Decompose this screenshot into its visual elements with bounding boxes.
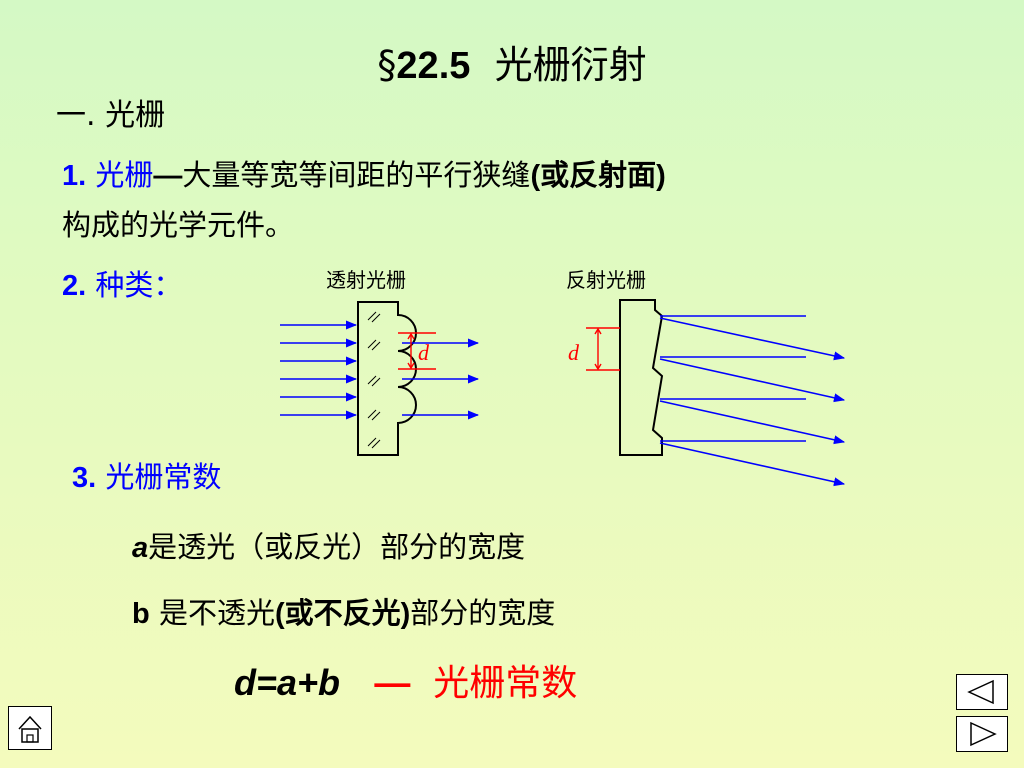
- home-icon: [18, 715, 42, 743]
- item1-term: 光栅: [95, 158, 154, 192]
- item2-number: 2.: [62, 270, 87, 302]
- item1-dash: —: [153, 160, 183, 192]
- item1-paren: (或反射面): [530, 160, 666, 192]
- incident-light-arrows: [280, 320, 358, 420]
- reflection-grating-label: 反射光栅: [566, 268, 646, 292]
- definition-b-text: 是不透光: [158, 596, 275, 630]
- title-text: 光栅衍射: [494, 43, 647, 87]
- definition-b-text2: 部分的宽度: [410, 596, 556, 630]
- item3-term: 光栅常数: [105, 460, 222, 494]
- formula-dash: —: [374, 662, 411, 703]
- prev-icon: [967, 679, 994, 705]
- var-b: b: [132, 598, 150, 630]
- item3-line: 3. 光栅常数: [72, 454, 221, 496]
- var-a: a: [132, 532, 149, 564]
- item1-line2: 构成的光学元件。: [62, 208, 295, 242]
- next-button[interactable]: [956, 716, 1008, 752]
- section-heading: 一. 光栅: [56, 98, 166, 133]
- reflection-grating-body: [619, 299, 664, 456]
- d-marker-transmission: [398, 332, 436, 370]
- glass-hatching: [367, 311, 381, 449]
- item1-definition: 大量等宽等间距的平行狭缝: [182, 158, 531, 192]
- reflected-light-arrows: [659, 317, 846, 487]
- transmission-grating-body: [357, 301, 417, 456]
- item2-line: 2. 种类：: [62, 262, 182, 304]
- definition-a: a是透光（或反光）部分的宽度: [132, 524, 525, 566]
- transmitted-light-arrows: [402, 338, 480, 420]
- title-number: 22.5: [396, 45, 471, 87]
- home-button[interactable]: [8, 706, 52, 750]
- transmission-grating-label: 透射光栅: [326, 268, 406, 292]
- definition-b-paren: (或不反光): [274, 598, 411, 630]
- item1-line1: 1. 光栅—大量等宽等间距的平行狭缝(或反射面): [62, 152, 666, 194]
- definition-a-text: 是透光（或反光）部分的宽度: [148, 530, 526, 564]
- formula-name: 光栅常数: [433, 663, 578, 704]
- next-icon: [970, 721, 997, 747]
- section-symbol: §: [377, 43, 397, 87]
- d-label-reflection: d: [568, 340, 579, 365]
- page-title: §22.5 光栅衍射: [0, 34, 1024, 89]
- transmission-grating: [280, 301, 480, 456]
- d-label-transmission: d: [418, 340, 429, 365]
- item1-number: 1.: [62, 160, 87, 192]
- item3-number: 3.: [72, 462, 97, 494]
- formula-line: d=a+b — 光栅常数: [234, 654, 577, 706]
- reflection-grating: [586, 299, 846, 487]
- formula-expression: d=a+b: [234, 662, 341, 703]
- d-marker-reflection: [586, 327, 620, 371]
- definition-b: b 是不透光(或不反光)部分的宽度: [132, 590, 555, 632]
- reflection-light-lines: [660, 315, 806, 442]
- item2-term: 种类：: [95, 268, 183, 302]
- prev-button[interactable]: [956, 674, 1008, 710]
